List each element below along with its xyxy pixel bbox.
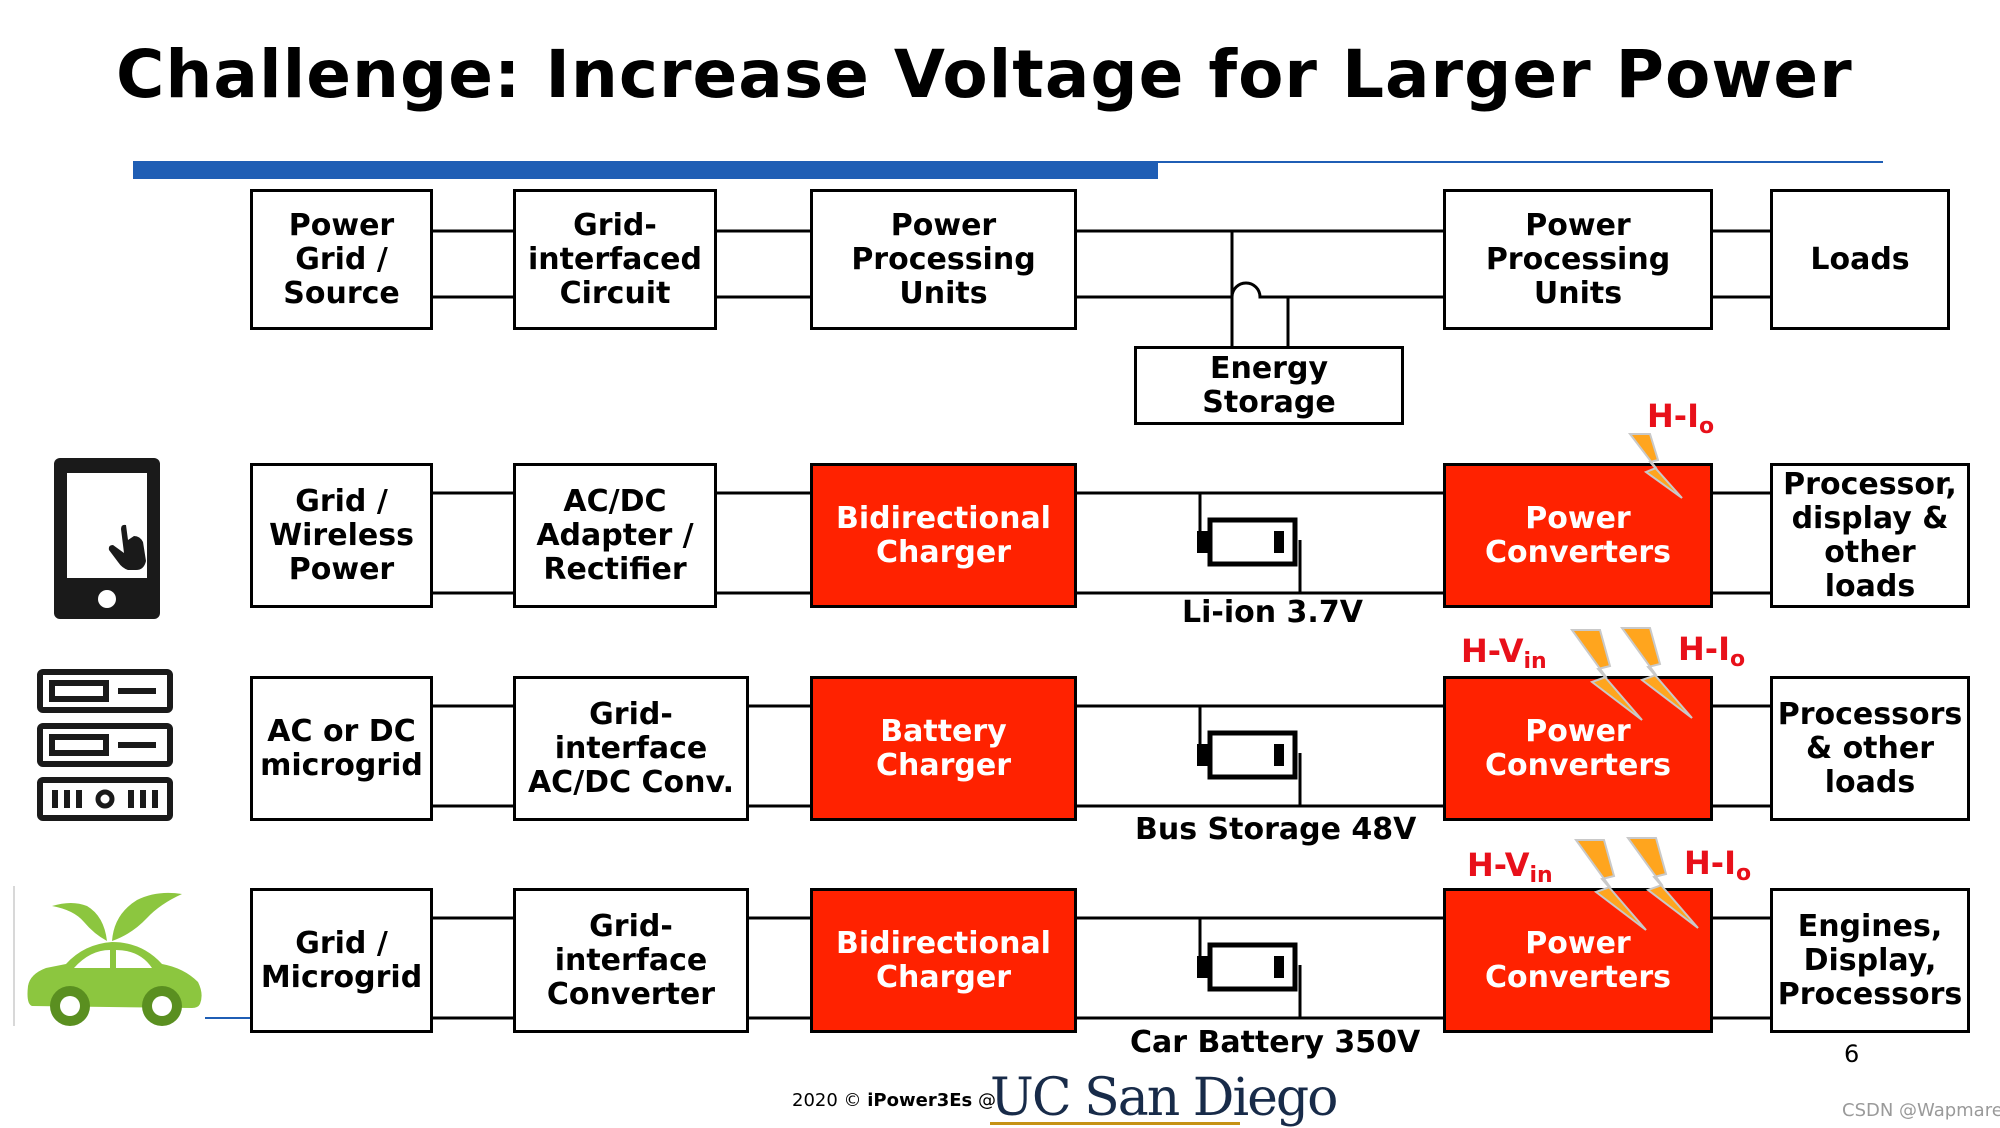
generic-ppu-box-2: Power Processing Units — [1443, 189, 1713, 330]
slide-title: Challenge: Increase Voltage for Larger P… — [116, 36, 1853, 113]
row1-current-subscript: o — [1698, 414, 1715, 439]
row3-interface-label: Grid- interface Converter — [546, 908, 716, 1012]
row3-high-voltage-label: H-Vin — [1467, 846, 1553, 888]
row2-interface-label: Grid- interface AC/DC Conv. — [527, 696, 735, 800]
generic-ppu-box-1: Power Processing Units — [810, 189, 1077, 330]
row2-charger-box: Battery Charger — [810, 676, 1077, 821]
lightning-bolt-icon — [1626, 837, 1699, 929]
generic-interface-label: Grid- interfaced Circuit — [527, 207, 703, 311]
row3-high-current-label: H-Io — [1684, 844, 1751, 886]
energy-storage-box: Energy Storage — [1134, 346, 1404, 425]
generic-loads-label: Loads — [1810, 241, 1910, 277]
title-rule-thin — [1158, 161, 1883, 163]
lightning-bolt-icon — [1620, 627, 1693, 719]
row3-voltage-subscript: in — [1529, 863, 1553, 888]
lightning-bolt-icon — [1570, 629, 1643, 721]
generic-source-label: Power Grid / Source — [283, 207, 400, 311]
title-rule-thick — [133, 161, 1158, 179]
row1-loads-label: Processor, display & other loads — [1783, 466, 1957, 604]
row2-loads-label: Processors & other loads — [1777, 696, 1963, 800]
row3-source-box: Grid / Microgrid — [250, 888, 433, 1033]
copyright-footer: 2020 © iPower3Es @ — [792, 1090, 996, 1111]
university-logo-underline — [990, 1122, 1240, 1125]
generic-ppu-label-2: Power Processing Units — [1485, 207, 1671, 311]
smartphone-icon — [54, 458, 160, 619]
battery-icon — [1197, 942, 1298, 992]
battery-icon — [1197, 730, 1298, 780]
row2-loads-box: Processors & other loads — [1770, 676, 1970, 821]
row1-high-current-label: H-Io — [1647, 397, 1714, 439]
row2-charger-label: Battery Charger — [875, 713, 1012, 783]
row1-interface-label: AC/DC Adapter / Rectifier — [536, 483, 694, 587]
electric-car-icon — [13, 886, 202, 1026]
row2-voltage-subscript: in — [1523, 649, 1547, 674]
row1-interface-box: AC/DC Adapter / Rectifier — [513, 463, 717, 608]
row1-storage-label: Li-ion 3.7V — [1182, 595, 1363, 630]
generic-source-box: Power Grid / Source — [250, 189, 433, 330]
row3-voltage-symbol: H-V — [1467, 846, 1530, 884]
row3-converter-label: Power Converters — [1484, 925, 1672, 995]
energy-storage-label: Energy Storage — [1202, 350, 1336, 420]
row3-charger-box: Bidirectional Charger — [810, 888, 1077, 1033]
row3-source-label: Grid / Microgrid — [260, 925, 423, 995]
lightning-bolt-icon — [1574, 839, 1647, 931]
lightning-bolt-icon — [1627, 433, 1683, 499]
row2-high-voltage-label: H-Vin — [1461, 632, 1547, 674]
server-icon — [37, 669, 173, 821]
row3-charger-label: Bidirectional Charger — [836, 925, 1051, 995]
generic-interface-box: Grid- interfaced Circuit — [513, 189, 717, 330]
row2-current-subscript: o — [1729, 647, 1746, 672]
row2-storage-label: Bus Storage 48V — [1135, 812, 1417, 847]
university-logo: UC San Diego — [990, 1068, 1338, 1128]
row3-current-symbol: H-I — [1684, 844, 1736, 882]
row3-converter-box: Power Converters — [1443, 888, 1713, 1033]
row1-loads-box: Processor, display & other loads — [1770, 463, 1970, 608]
row1-source-label: Grid / Wireless Power — [269, 483, 414, 587]
footer-group: iPower3Es — [867, 1090, 973, 1111]
row2-current-symbol: H-I — [1678, 630, 1730, 668]
generic-loads-box: Loads — [1770, 189, 1950, 330]
generic-ppu-label-1: Power Processing Units — [851, 207, 1036, 311]
watermark: CSDN @Wapmare — [1842, 1100, 2000, 1121]
row2-converter-box: Power Converters — [1443, 676, 1713, 821]
row2-voltage-symbol: H-V — [1461, 632, 1524, 670]
battery-icon — [1197, 517, 1298, 567]
row1-current-symbol: H-I — [1647, 397, 1699, 435]
page-number: 6 — [1844, 1040, 1860, 1068]
row1-converter-label: Power Converters — [1484, 500, 1672, 570]
row1-source-box: Grid / Wireless Power — [250, 463, 433, 608]
row3-loads-box: Engines, Display, Processors — [1770, 888, 1970, 1033]
row2-converter-label: Power Converters — [1484, 713, 1672, 783]
row1-charger-box: Bidirectional Charger — [810, 463, 1077, 608]
row3-interface-box: Grid- interface Converter — [513, 888, 749, 1033]
footer-at: @ — [972, 1090, 996, 1111]
row2-source-box: AC or DC microgrid — [250, 676, 433, 821]
row3-current-subscript: o — [1735, 861, 1752, 886]
row2-source-label: AC or DC microgrid — [260, 713, 423, 783]
row3-storage-label: Car Battery 350V — [1130, 1025, 1421, 1060]
row2-high-current-label: H-Io — [1678, 630, 1745, 672]
row1-charger-label: Bidirectional Charger — [836, 500, 1051, 570]
footer-year: 2020 © — [792, 1090, 868, 1111]
row3-loads-label: Engines, Display, Processors — [1777, 908, 1963, 1012]
row2-interface-box: Grid- interface AC/DC Conv. — [513, 676, 749, 821]
